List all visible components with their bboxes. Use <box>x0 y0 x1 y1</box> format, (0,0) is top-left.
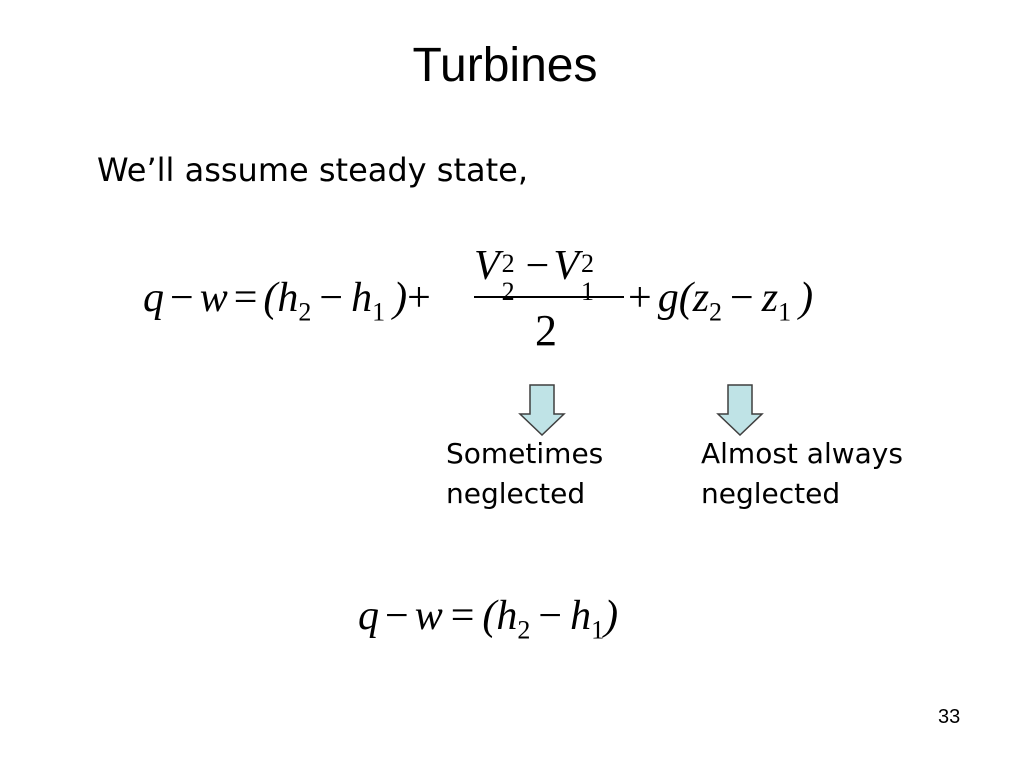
var-h2: h <box>496 593 518 639</box>
var-h2: h <box>277 275 299 321</box>
sub-h2: 2 <box>298 297 312 327</box>
var-h1: h <box>570 593 592 639</box>
var-q: q <box>358 593 379 639</box>
op-minus: − <box>170 275 194 321</box>
op-minus: − <box>385 593 409 639</box>
var-z1: z <box>761 275 779 321</box>
fraction-denominator: 2 <box>535 306 557 355</box>
paren-close-z: ) <box>799 275 814 321</box>
var-v2: V <box>474 243 500 289</box>
op-plus-g: + <box>628 275 652 321</box>
equation-rhs: +g(z2−z1) <box>628 272 814 327</box>
sub-z2: 2 <box>709 297 723 327</box>
paren-open: ( <box>482 593 497 639</box>
var-z2: z <box>692 275 710 321</box>
op-equals: = <box>450 593 475 639</box>
var-w: w <box>414 593 443 639</box>
paren-close: ) <box>393 275 408 321</box>
var-w: w <box>199 275 228 321</box>
var-v1: V <box>553 243 579 289</box>
down-arrow-icon <box>518 384 566 436</box>
kinetic-note-line1: Sometimes <box>446 437 604 470</box>
equation-lhs: q−w=(h2−h1)+ <box>143 272 431 327</box>
paren-close: ) <box>604 593 619 639</box>
potential-note-line2: neglected <box>701 477 841 510</box>
op-minus-h: − <box>319 275 344 321</box>
sub-h1: 1 <box>591 615 605 645</box>
var-q: q <box>143 275 164 321</box>
sub-h1: 1 <box>372 297 386 327</box>
down-arrow-icon <box>716 384 764 436</box>
potential-note-line1: Almost always <box>701 437 903 470</box>
slide-title: Turbines <box>412 39 598 92</box>
var-g: g <box>657 275 679 321</box>
energy-equation-reduced: q−w=(h2−h1) <box>358 590 619 645</box>
sub-h2: 2 <box>517 615 531 645</box>
op-minus-v: − <box>525 243 550 289</box>
kinetic-energy-note: Sometimes neglected <box>446 434 603 514</box>
kinetic-note-line2: neglected <box>446 477 586 510</box>
sub-z1: 1 <box>778 297 792 327</box>
paren-open: ( <box>263 275 278 321</box>
fraction-bar <box>474 296 624 298</box>
var-h1: h <box>351 275 373 321</box>
slide-number: 33 <box>938 706 961 728</box>
potential-energy-note: Almost always neglected <box>701 434 903 514</box>
intro-text: We’ll assume steady state, <box>97 151 529 189</box>
op-minus-z: − <box>730 275 754 321</box>
paren-open-z: ( <box>678 275 693 321</box>
op-plus: + <box>407 275 431 321</box>
op-equals: = <box>233 275 258 321</box>
op-minus-h: − <box>538 593 563 639</box>
